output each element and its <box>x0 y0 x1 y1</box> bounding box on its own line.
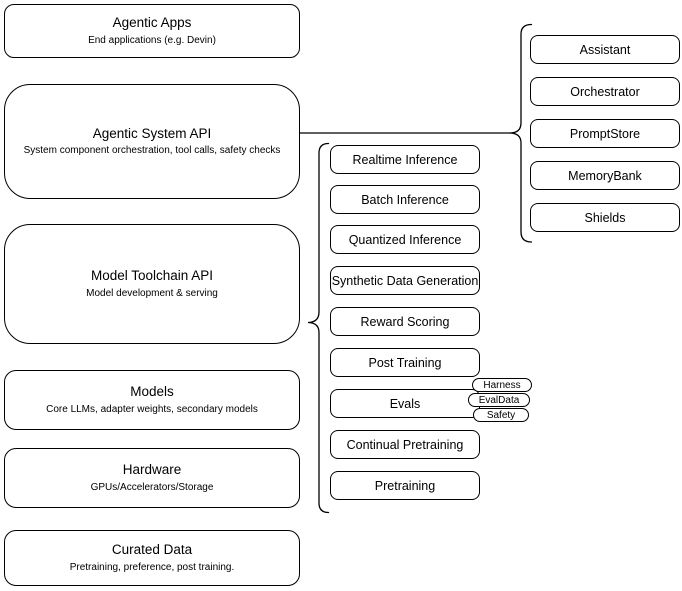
node-reward-scoring: Reward Scoring <box>330 307 480 336</box>
tag-safety: Safety <box>473 408 529 422</box>
node-subtitle: GPUs/Accelerators/Storage <box>90 481 214 493</box>
node-title: Curated Data <box>111 542 193 558</box>
node-label: Synthetic Data Generation <box>331 273 479 288</box>
node-label: Assistant <box>579 42 631 57</box>
node-shields: Shields <box>530 203 680 232</box>
node-label: Reward Scoring <box>360 314 450 329</box>
node-continual-pretraining: Continual Pretraining <box>330 430 480 459</box>
node-subtitle: System component orchestration, tool cal… <box>23 145 281 157</box>
node-post-training: Post Training <box>330 348 480 377</box>
node-subtitle: End applications (e.g. Devin) <box>88 34 216 46</box>
node-hardware: Hardware GPUs/Accelerators/Storage <box>4 448 300 508</box>
toolchain-brace <box>307 142 330 514</box>
node-realtime-inference: Realtime Inference <box>330 145 480 174</box>
node-evals: Evals <box>330 389 480 418</box>
tag-label: Harness <box>483 379 521 391</box>
node-model-toolchain-api: Model Toolchain API Model development & … <box>4 224 300 344</box>
node-label: Orchestrator <box>570 84 640 99</box>
tag-label: Safety <box>486 409 516 421</box>
node-title: Agentic System API <box>92 125 212 141</box>
node-title: Models <box>130 384 174 400</box>
node-quantized-inference: Quantized Inference <box>330 225 480 254</box>
node-label: MemoryBank <box>568 168 642 183</box>
node-label: PromptStore <box>569 126 641 141</box>
node-label: Evals <box>389 396 421 411</box>
node-subtitle: Pretraining, preference, post training. <box>69 561 235 573</box>
node-label: Pretraining <box>374 478 436 493</box>
system-brace <box>508 23 533 243</box>
node-agentic-system-api: Agentic System API System component orch… <box>4 84 300 199</box>
node-label: Post Training <box>368 355 442 370</box>
node-label: Batch Inference <box>361 192 449 207</box>
node-pretraining: Pretraining <box>330 471 480 500</box>
node-title: Hardware <box>122 462 182 478</box>
node-curated-data: Curated Data Pretraining, preference, po… <box>4 530 300 586</box>
node-agentic-apps: Agentic Apps End applications (e.g. Devi… <box>4 4 300 58</box>
node-memorybank: MemoryBank <box>530 161 680 190</box>
node-label: Shields <box>584 210 626 225</box>
node-synthetic-data-generation: Synthetic Data Generation <box>330 266 480 295</box>
node-label: Quantized Inference <box>348 232 462 247</box>
node-label: Continual Pretraining <box>346 437 464 452</box>
node-assistant: Assistant <box>530 35 680 64</box>
node-promptstore: PromptStore <box>530 119 680 148</box>
node-subtitle: Model development & serving <box>86 287 218 299</box>
node-orchestrator: Orchestrator <box>530 77 680 106</box>
node-title: Model Toolchain API <box>90 268 214 284</box>
node-label: Realtime Inference <box>352 152 458 167</box>
node-models: Models Core LLMs, adapter weights, secon… <box>4 370 300 430</box>
node-batch-inference: Batch Inference <box>330 185 480 214</box>
tag-evaldata: EvalData <box>468 393 530 407</box>
node-subtitle: Core LLMs, adapter weights, secondary mo… <box>46 403 258 415</box>
tag-harness: Harness <box>472 378 532 392</box>
tag-label: EvalData <box>478 394 520 406</box>
node-title: Agentic Apps <box>112 15 192 31</box>
